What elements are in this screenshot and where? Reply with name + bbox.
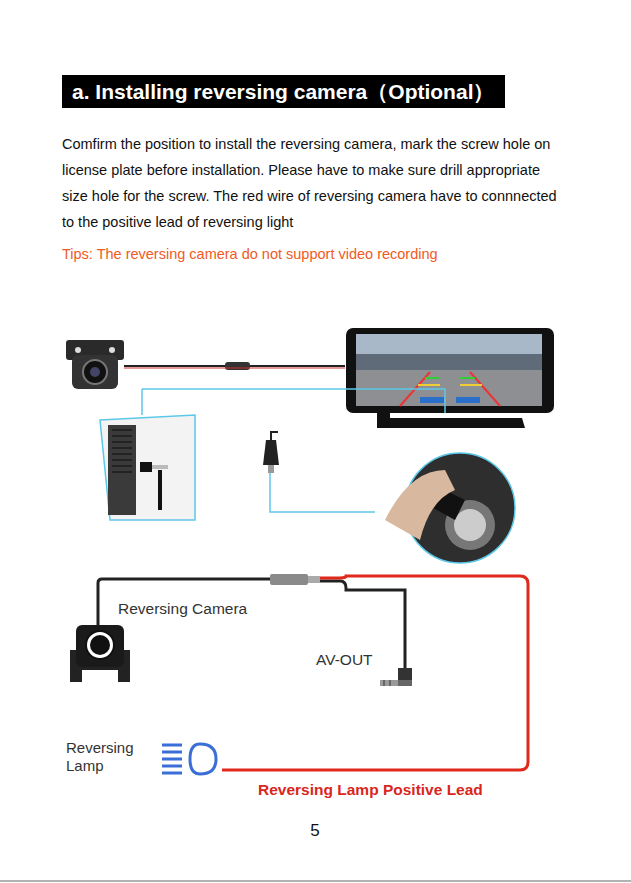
wire-label: Reversing Lamp Positive Lead (258, 780, 518, 800)
port-closeup (100, 415, 195, 520)
lamp-icon (162, 744, 216, 774)
part-label: Reversing Camera (118, 600, 288, 618)
car-charger (263, 432, 279, 473)
part-label: AV-OUT (316, 651, 396, 669)
socket-closeup (385, 453, 515, 563)
page-number: 5 (305, 820, 325, 842)
instruction-text: Comfirm the position to install the reve… (62, 131, 567, 235)
tip-text: Tips: The reversing camera do not suppor… (62, 243, 582, 265)
heading-band: a. Installing reversing camera（Optional） (62, 75, 505, 108)
part-label: Reversing Lamp (66, 739, 156, 775)
reversing-camera-icon (70, 625, 130, 682)
page-title: a. Installing reversing camera（Optional） (72, 78, 494, 106)
monitor (346, 328, 554, 428)
camera-icon (66, 340, 124, 389)
av-plug (380, 668, 412, 686)
